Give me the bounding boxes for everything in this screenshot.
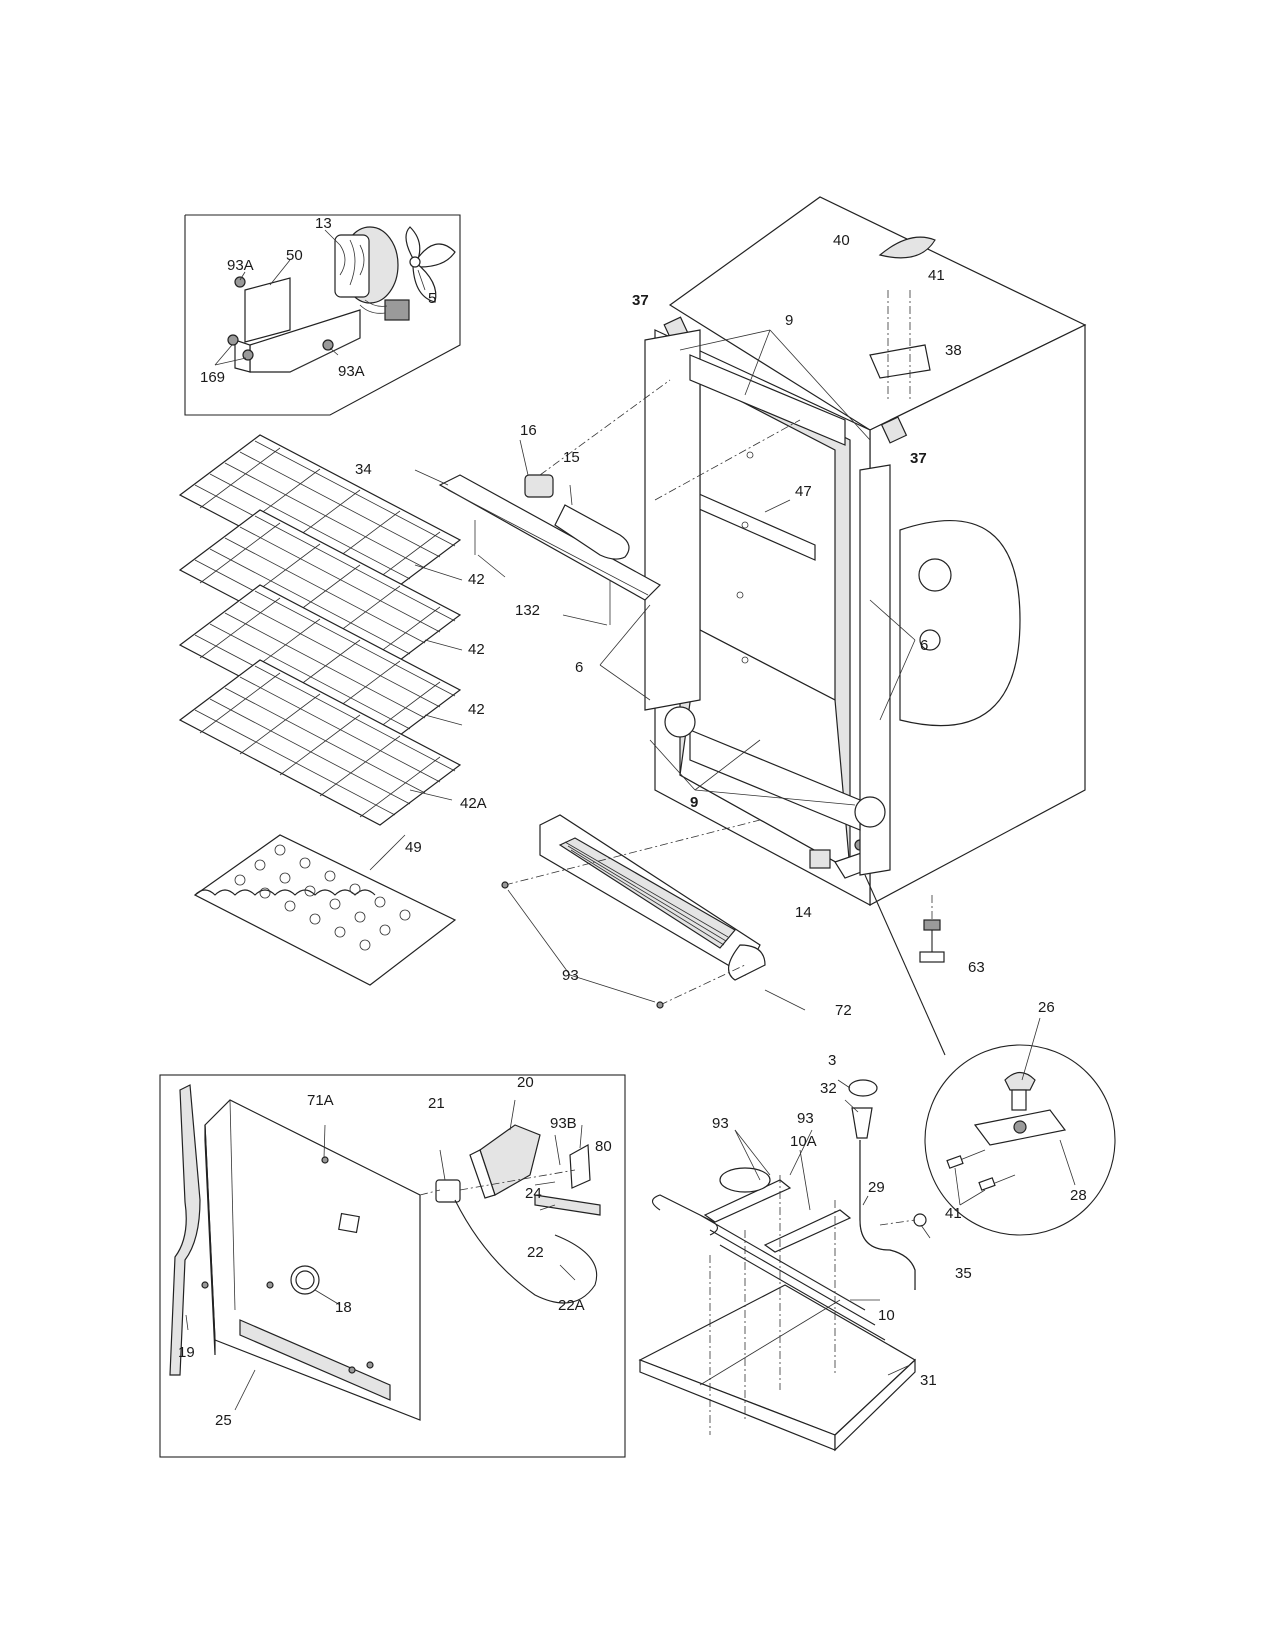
callout-5: 5 [428, 290, 436, 307]
callout-labels: 13 50 93A 5 169 93A 40 41 37 9 38 37 16 … [178, 215, 1087, 1429]
callout-72: 72 [835, 1002, 852, 1019]
callout-22: 22 [527, 1244, 544, 1261]
door-gaskets [599, 329, 916, 876]
callout-42-1: 42 [468, 571, 485, 588]
callout-24: 24 [525, 1185, 542, 1202]
callout-10a: 10A [790, 1133, 817, 1150]
basket [193, 834, 457, 986]
hinge-cap-icon [878, 236, 936, 259]
callout-25: 25 [215, 1412, 232, 1429]
callout-169: 169 [200, 369, 225, 386]
callout-40: 40 [833, 232, 850, 249]
callout-71a: 71A [307, 1092, 334, 1109]
callout-6-right: 6 [920, 637, 928, 654]
latch-detail-circle [924, 1017, 1116, 1236]
callout-13: 13 [315, 215, 332, 232]
callout-49: 49 [405, 839, 422, 856]
light-assembly [414, 379, 791, 626]
callout-38: 38 [945, 342, 962, 359]
callout-31: 31 [920, 1372, 937, 1389]
defrost-drain-assembly [638, 1079, 931, 1452]
callout-42a: 42A [460, 795, 487, 812]
callout-93b: 93B [550, 1115, 577, 1132]
callout-32: 32 [820, 1080, 837, 1097]
callout-15: 15 [563, 449, 580, 466]
callout-132: 132 [515, 602, 540, 619]
callout-10: 10 [878, 1307, 895, 1324]
callout-20: 20 [517, 1074, 534, 1091]
callout-80: 80 [595, 1138, 612, 1155]
callout-34: 34 [355, 461, 372, 478]
callout-6-left: 6 [575, 659, 583, 676]
fan-motor-inset [184, 214, 461, 416]
callout-35: 35 [955, 1265, 972, 1282]
callout-21: 21 [428, 1095, 445, 1112]
callout-28: 28 [1070, 1187, 1087, 1204]
callout-14: 14 [795, 904, 812, 921]
callout-93a-top: 93A [227, 257, 254, 274]
callout-9-bottom: 9 [690, 794, 698, 811]
callout-3: 3 [828, 1052, 836, 1069]
callout-37-top: 37 [632, 292, 649, 309]
callout-42-3: 42 [468, 701, 485, 718]
callout-50: 50 [286, 247, 303, 264]
callout-47: 47 [795, 483, 812, 500]
callout-18: 18 [335, 1299, 352, 1316]
callout-37-right: 37 [910, 450, 927, 467]
callout-26: 26 [1038, 999, 1055, 1016]
hinge-icon [869, 344, 931, 379]
callout-93-a: 93 [712, 1115, 729, 1132]
callout-41-detail: 41 [945, 1205, 962, 1222]
callout-16: 16 [520, 422, 537, 439]
rear-panel-inset [159, 1074, 626, 1458]
callout-19: 19 [178, 1344, 195, 1361]
callout-42-2: 42 [468, 641, 485, 658]
callout-41-top: 41 [928, 267, 945, 284]
screw-icon [322, 339, 334, 351]
callout-93-front: 93 [562, 967, 579, 984]
wire-shelves [178, 434, 463, 826]
screw-icon [234, 276, 246, 288]
grille [501, 814, 806, 1011]
screw-icon [227, 334, 239, 346]
callout-29: 29 [868, 1179, 885, 1196]
callout-93-b: 93 [797, 1110, 814, 1127]
screw-icon [242, 349, 254, 361]
freezer-cabinet [654, 196, 1087, 1056]
callout-22a: 22A [558, 1297, 585, 1314]
callout-63: 63 [968, 959, 985, 976]
callout-9-top: 9 [785, 312, 793, 329]
light-bulb-icon [554, 504, 630, 560]
callout-93a-bottom: 93A [338, 363, 365, 380]
